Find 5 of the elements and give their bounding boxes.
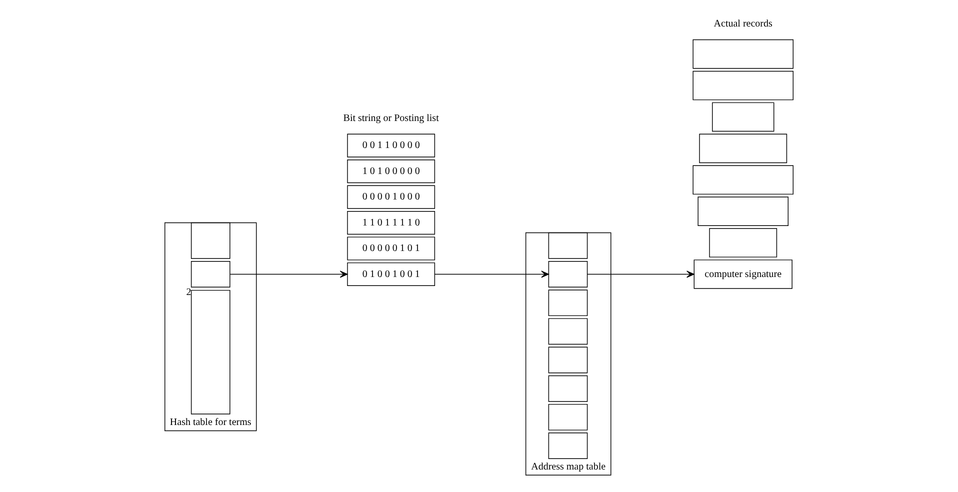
label: Actual records xyxy=(714,18,772,30)
node-label: 2 xyxy=(186,287,192,298)
node-label: Address map table xyxy=(531,462,606,473)
label: Bit string or Posting list xyxy=(343,113,439,124)
node-label: Hash table for terms xyxy=(170,417,252,428)
